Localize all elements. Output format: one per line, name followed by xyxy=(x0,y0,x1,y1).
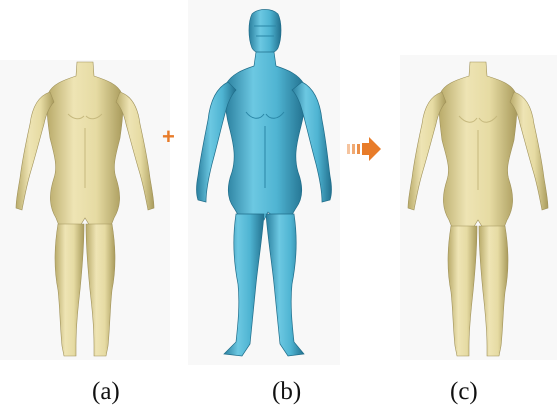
caption-b: (b) xyxy=(272,379,301,404)
template-body-model xyxy=(10,58,160,358)
scanned-body-model xyxy=(194,8,334,360)
plus-operator: + xyxy=(162,126,175,148)
fitted-body-model xyxy=(403,58,553,358)
caption-a: (a) xyxy=(92,379,120,404)
caption-c: (c) xyxy=(450,379,478,404)
arrow-right-icon xyxy=(347,136,381,162)
